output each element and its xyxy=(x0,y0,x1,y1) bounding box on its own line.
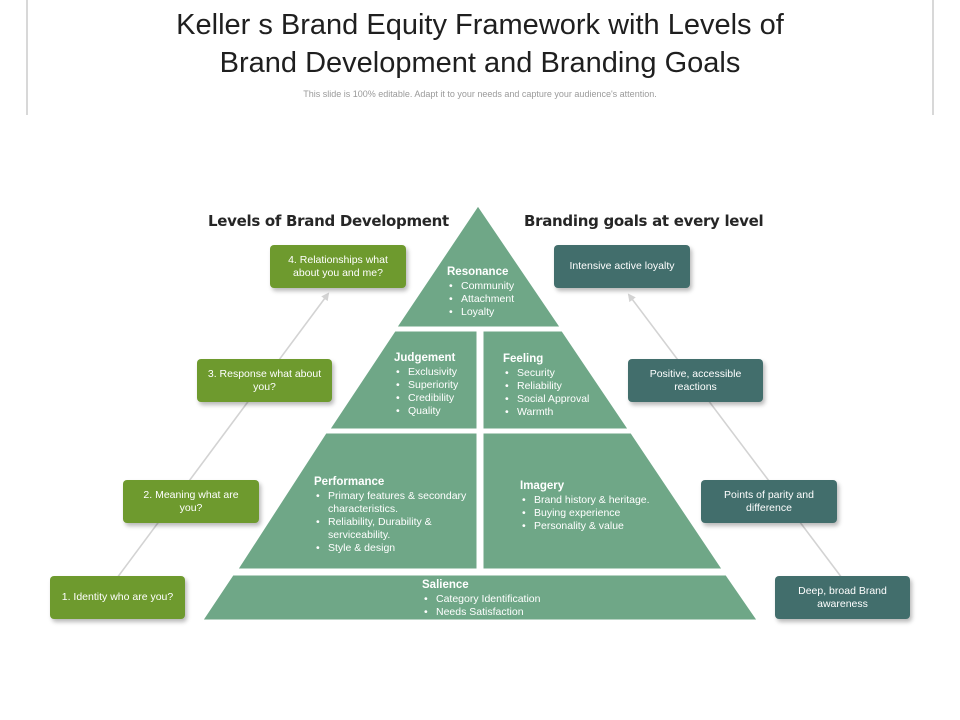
levels-connector-arrow xyxy=(116,292,330,579)
salience-title: Salience xyxy=(422,579,469,591)
resonance-item: Attachment xyxy=(447,293,514,306)
imagery-title: Imagery xyxy=(520,480,565,492)
page-title: Keller s Brand Equity Framework with Lev… xyxy=(80,6,880,82)
resonance-title: Resonance xyxy=(447,266,509,278)
left-frame-line xyxy=(26,0,28,115)
judgement-text: Judgement Exclusivity Superiority Credib… xyxy=(394,352,458,418)
performance-item: Primary features & secondary characteris… xyxy=(314,490,474,516)
segment-resonance xyxy=(396,205,561,328)
imagery-item: Personality & value xyxy=(520,520,650,533)
feeling-item: Social Approval xyxy=(503,393,589,406)
goal-box-positive-reactions: Positive, accessible reactions xyxy=(628,359,763,402)
feeling-item: Security xyxy=(503,367,589,380)
level-box-identity: 1. Identity who are you? xyxy=(50,576,185,619)
level-box-relationships: 4. Relationships what about you and me? xyxy=(270,245,406,288)
judgement-item: Quality xyxy=(394,405,458,418)
resonance-text: Resonance Community Attachment Loyalty xyxy=(447,266,514,319)
performance-item: Style & design xyxy=(314,542,474,555)
judgement-item: Credibility xyxy=(394,392,458,405)
feeling-text: Feeling Security Reliability Social Appr… xyxy=(503,353,589,419)
judgement-item: Superiority xyxy=(394,379,458,392)
performance-text: Performance Primary features & secondary… xyxy=(314,476,474,555)
right-frame-line xyxy=(932,0,934,115)
goal-box-intensive-loyalty: Intensive active loyalty xyxy=(554,245,690,288)
imagery-item: Buying experience xyxy=(520,507,650,520)
levels-section-title: Levels of Brand Development xyxy=(208,212,449,230)
feeling-item: Warmth xyxy=(503,406,589,419)
title-line-1: Keller s Brand Equity Framework with Lev… xyxy=(176,9,784,41)
performance-item: Reliability, Durability & serviceability… xyxy=(314,516,474,542)
feeling-item: Reliability xyxy=(503,380,589,393)
goals-section-title: Branding goals at every level xyxy=(524,212,764,230)
feeling-title: Feeling xyxy=(503,353,544,365)
salience-item: Category Identification xyxy=(422,593,540,606)
resonance-item: Loyalty xyxy=(447,306,514,319)
salience-text: Salience Category Identification Needs S… xyxy=(422,579,540,619)
level-box-meaning: 2. Meaning what are you? xyxy=(123,480,259,523)
page-subtitle: This slide is 100% editable. Adapt it to… xyxy=(303,89,657,99)
imagery-item: Brand history & heritage. xyxy=(520,494,650,507)
judgement-item: Exclusivity xyxy=(394,366,458,379)
goal-box-parity-difference: Points of parity and difference xyxy=(701,480,837,523)
goals-connector-arrow xyxy=(627,293,843,579)
judgement-title: Judgement xyxy=(394,352,456,364)
goal-box-brand-awareness: Deep, broad Brand awareness xyxy=(775,576,910,619)
title-line-2: Brand Development and Branding Goals xyxy=(219,47,741,79)
salience-item: Needs Satisfaction xyxy=(422,606,540,619)
performance-title: Performance xyxy=(314,476,385,488)
level-box-response: 3. Response what about you? xyxy=(197,359,332,402)
imagery-text: Imagery Brand history & heritage. Buying… xyxy=(520,480,650,533)
resonance-item: Community xyxy=(447,280,514,293)
